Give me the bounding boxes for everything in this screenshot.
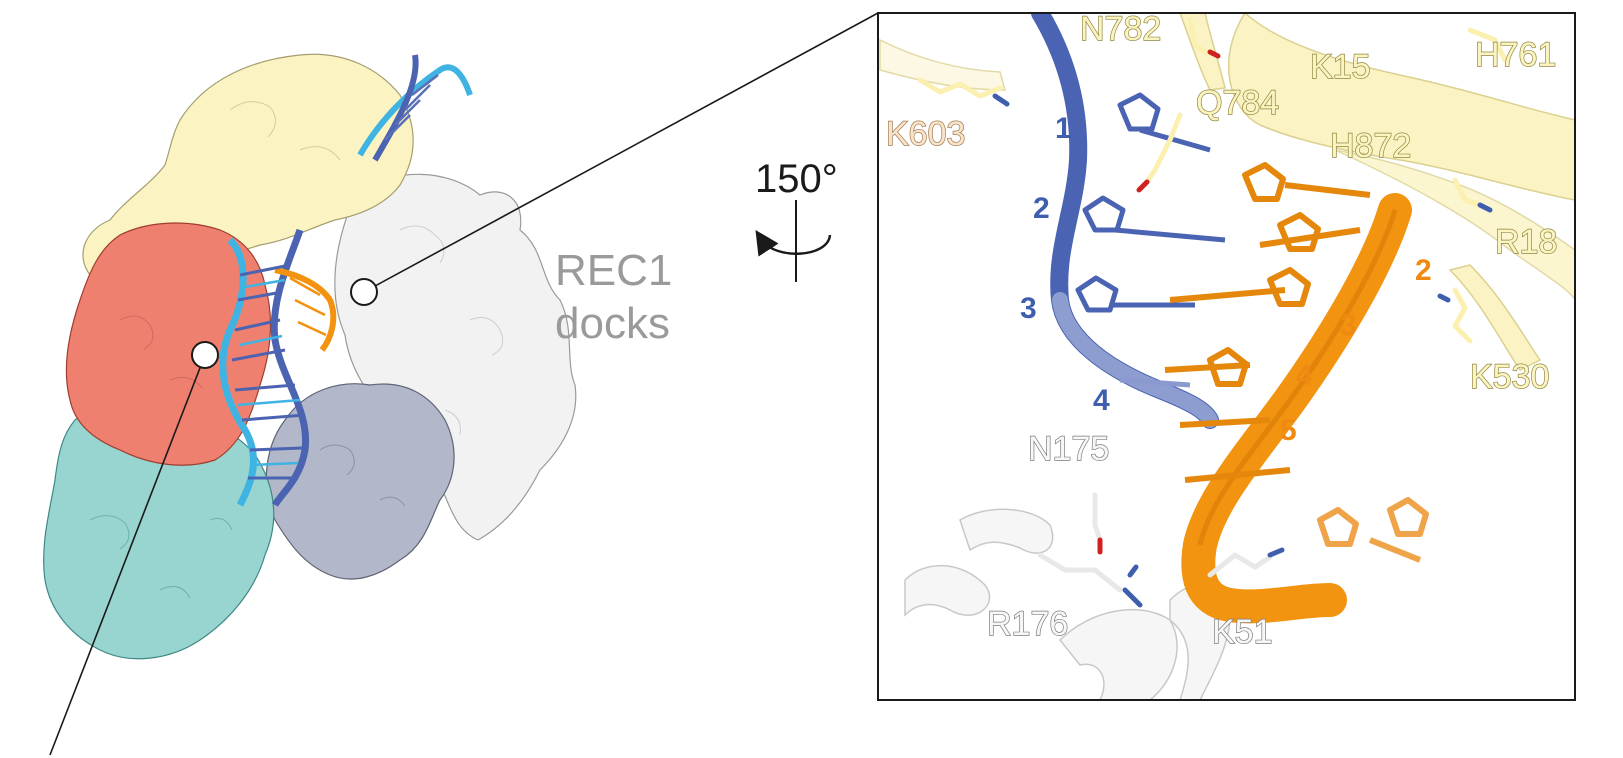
inset-nontarget-strand xyxy=(1181,193,1412,624)
top-dna-helix-cyan xyxy=(357,64,473,157)
rec1-lobe xyxy=(334,173,577,541)
target-number-1: 1 xyxy=(1055,112,1072,145)
residue-r18: R18 xyxy=(1495,223,1557,261)
nontarget-strand-orange-overview xyxy=(274,267,337,352)
residue-k530: K530 xyxy=(1470,358,1549,396)
top-dna-helix-blue xyxy=(372,54,419,162)
residue-n782: N782 xyxy=(1080,10,1161,48)
curved-arrow-icon xyxy=(755,229,832,257)
residue-n175: N175 xyxy=(1028,430,1109,468)
target-number-2: 2 xyxy=(1033,192,1050,225)
residue-r176: R176 xyxy=(987,605,1068,643)
nucleic-acid-overview xyxy=(219,54,473,507)
nontarget-number-5: 5 xyxy=(1280,414,1297,447)
callout-line-to-inset-top xyxy=(363,12,879,293)
nontarget-number-2: 2 xyxy=(1415,254,1432,287)
callout-line-to-bottom xyxy=(49,354,206,756)
callout-marker-rec1 xyxy=(350,278,378,306)
callout-marker-bridge xyxy=(191,341,219,369)
protein-overview xyxy=(43,53,577,660)
rec1-label: REC1 xyxy=(555,246,672,295)
rotation-label: 150° xyxy=(755,157,838,201)
rec1-annotation: REC1 docks xyxy=(555,246,672,348)
docks-label: docks xyxy=(555,299,670,348)
residue-labels: N782 K15 H761 Q784 K603 H872 R18 K530 N1… xyxy=(885,10,1558,652)
residue-k15: K15 xyxy=(1310,48,1371,86)
inset-frame xyxy=(877,12,1576,701)
residue-q784: Q784 xyxy=(1196,84,1279,122)
hnh-lobe xyxy=(265,383,455,580)
residue-k603: K603 xyxy=(886,115,965,153)
nontarget-number-3: 3 xyxy=(1340,309,1357,342)
guide-rna-cyan xyxy=(219,237,257,507)
nontarget-number-4: 4 xyxy=(1296,359,1313,392)
residue-h872: H872 xyxy=(1330,127,1411,165)
inset-target-bases xyxy=(1075,92,1226,388)
target-number-4: 4 xyxy=(1093,384,1110,417)
nontarget-strand-numbers: 2 3 4 5 xyxy=(1280,254,1432,447)
side-chains xyxy=(917,17,1508,608)
residue-k51: K51 xyxy=(1212,613,1273,651)
surface-texture xyxy=(89,101,504,599)
target-strand-numbers: 1 2 3 4 xyxy=(1020,112,1110,417)
inset-nontarget-bases xyxy=(1164,162,1429,563)
target-number-3: 3 xyxy=(1020,292,1037,325)
rotation-indicator: 150° xyxy=(755,157,838,282)
bridge-helix-lobe xyxy=(65,222,272,466)
detail-inset: N782 K15 H761 Q784 K603 H872 R18 K530 N1… xyxy=(877,10,1576,701)
ruvc-ribbons xyxy=(879,13,1575,371)
residue-h761: H761 xyxy=(1475,36,1556,74)
